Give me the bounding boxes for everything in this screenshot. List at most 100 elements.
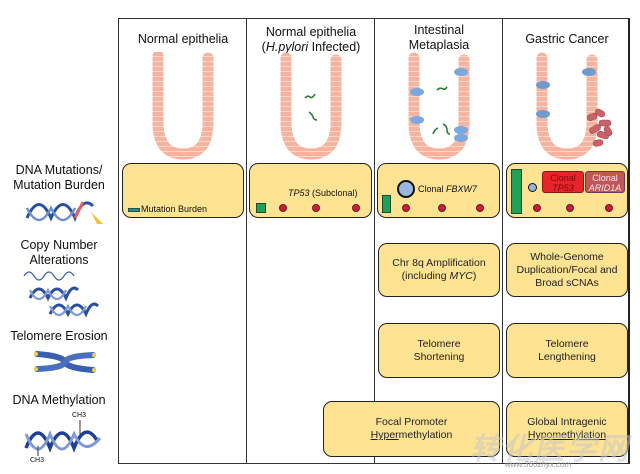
methylation-line-1: Focal Promoter bbox=[375, 416, 448, 428]
row-label-methylation: DNA Methylation bbox=[0, 393, 118, 408]
label-line-1: Copy Number bbox=[20, 238, 98, 252]
crypt-illustrations bbox=[152, 52, 613, 160]
bacterium-icon bbox=[436, 86, 448, 91]
methylation-line-1: Global Intragenic bbox=[527, 416, 607, 428]
methylation-line-2: Hypermethylation bbox=[371, 429, 453, 442]
clone-circle bbox=[528, 183, 537, 192]
hyper-prefix: Hyper bbox=[370, 429, 399, 441]
mutation-burden-legend-swatch bbox=[128, 208, 140, 212]
chromosome-icon bbox=[34, 351, 96, 373]
label-line-1: Telomere Erosion bbox=[10, 329, 108, 343]
clone-circle bbox=[397, 180, 415, 198]
watermark: 转化医学网 bbox=[470, 433, 630, 466]
mutation-dot bbox=[533, 204, 541, 212]
goblet-cell-icon bbox=[454, 134, 468, 142]
paren: ( bbox=[261, 40, 266, 54]
mutation-burden-bar bbox=[382, 195, 391, 213]
methylation-box-global: Global Intragenic Hypomethylation bbox=[506, 401, 628, 457]
column-divider bbox=[374, 18, 375, 464]
title-line-1: Intestinal bbox=[413, 23, 465, 37]
label-line-1: DNA Methylation bbox=[12, 393, 106, 407]
mutation-burden-legend-label: Mutation Burden bbox=[141, 204, 208, 214]
goblet-cell-icon bbox=[454, 126, 468, 134]
tp53-subclonal-label: TP53 (Subclonal) bbox=[288, 188, 358, 198]
ch3-label: CH3 bbox=[30, 457, 45, 464]
mutation-dot bbox=[312, 204, 320, 212]
row-label-mutations: DNA Mutations/ Mutation Burden bbox=[0, 163, 118, 193]
bacterium-icon bbox=[308, 111, 318, 121]
label-line-2: Alterations bbox=[29, 253, 89, 267]
bacterium-icon bbox=[304, 93, 316, 99]
row-label-copy-number: Copy Number Alterations bbox=[0, 238, 118, 268]
species-name: H.pylori bbox=[265, 40, 309, 54]
column-divider bbox=[246, 18, 247, 464]
goblet-cell-icon bbox=[536, 81, 550, 89]
column-title-metaplasia: Intestinal Metaplasia bbox=[376, 23, 502, 53]
title-rest: Infected) bbox=[308, 40, 361, 54]
mutation-dot bbox=[402, 204, 410, 212]
ch3-label: CH3 bbox=[72, 412, 87, 419]
row-label-telomere: Telomere Erosion bbox=[0, 329, 118, 344]
tag-gene: ARID1A bbox=[588, 183, 622, 193]
cna-line-3: Broad sCNAs bbox=[535, 276, 599, 289]
text: methylation bbox=[398, 429, 453, 441]
mutation-box-normal bbox=[122, 163, 244, 218]
mutation-burden-bar bbox=[511, 169, 522, 214]
gene-name: MYC bbox=[449, 270, 473, 282]
title-line-2: (H.pylori Infected) bbox=[248, 40, 374, 55]
telomere-line-2: Lengthening bbox=[538, 350, 596, 363]
mutation-dot bbox=[438, 204, 446, 212]
crypt-metaplasia bbox=[408, 52, 470, 160]
column-title-normal: Normal epithelia bbox=[120, 32, 246, 47]
goblet-cell-icon bbox=[410, 88, 424, 96]
telomere-line-1: Telomere bbox=[545, 337, 589, 350]
goblet-cell-icon bbox=[410, 116, 424, 124]
goblet-cell-icon bbox=[582, 68, 596, 76]
copy-number-box-metaplasia: Chr 8q Amplification (including MYC) bbox=[378, 243, 500, 297]
text: ) bbox=[472, 270, 477, 282]
title-text: Normal epithelia bbox=[137, 32, 229, 46]
telomere-box-metaplasia: Telomere Shortening bbox=[378, 323, 500, 378]
label-line-1: DNA Mutations/ bbox=[15, 163, 103, 177]
methylation-box-focal: Focal Promoter Hypermethylation bbox=[323, 401, 500, 457]
gene-name: FBXW7 bbox=[446, 184, 478, 194]
watermark-url: www.360zhyx.com bbox=[505, 460, 572, 469]
telomere-line-2: Shortening bbox=[413, 350, 465, 363]
tag-line-1: Clonal bbox=[550, 173, 576, 183]
text: (including bbox=[401, 270, 450, 282]
gene-name: TP53 bbox=[288, 188, 310, 198]
column-title-cancer: Gastric Cancer bbox=[504, 32, 630, 47]
cna-line-1: Chr 8q Amplification bbox=[392, 257, 486, 269]
telomere-box-cancer: Telomere Lengthening bbox=[506, 323, 628, 378]
clonal-tp53-tag: Clonal TP53 bbox=[542, 171, 584, 193]
mutation-dot bbox=[279, 204, 287, 212]
methylation-line-2: Hypomethylation bbox=[527, 429, 607, 441]
cna-line-2: (including MYC) bbox=[392, 270, 485, 283]
bacterium-icon bbox=[432, 127, 439, 135]
crypt-normal bbox=[152, 52, 214, 160]
tag-line-1: Clonal bbox=[592, 173, 618, 183]
column-title-hpylori: Normal epithelia (H.pylori Infected) bbox=[248, 25, 374, 55]
clonal-arid1a-tag: Clonal ARID1A bbox=[585, 171, 625, 193]
mutation-dot bbox=[352, 204, 360, 212]
crypt-hpylori bbox=[280, 52, 342, 160]
cna-line-2: Duplication/Focal and bbox=[516, 263, 618, 276]
fbxw7-label: Clonal FBXW7 bbox=[418, 184, 477, 194]
clonal-text: Clonal bbox=[418, 184, 447, 194]
goblet-cell-icon bbox=[454, 68, 468, 76]
title-line-1: Normal epithelia bbox=[265, 25, 357, 39]
mutation-burden-bar bbox=[256, 203, 266, 213]
clonality-note: (Subclonal) bbox=[309, 188, 358, 198]
dna-helix-mutation-icon bbox=[25, 201, 103, 224]
title-text: Gastric Cancer bbox=[525, 32, 609, 46]
bacterium-icon bbox=[442, 123, 451, 135]
dna-copies-icon bbox=[23, 271, 100, 318]
tag-gene: TP53 bbox=[552, 183, 574, 193]
tumor-mass-icon bbox=[586, 108, 613, 147]
copy-number-box-cancer: Whole-Genome Duplication/Focal and Broad… bbox=[506, 243, 628, 297]
label-line-2: Mutation Burden bbox=[13, 178, 105, 192]
mutation-box-hpylori bbox=[249, 163, 372, 218]
mutation-dot bbox=[605, 204, 613, 212]
methylated-dna-icon bbox=[24, 420, 102, 456]
title-line-2: Metaplasia bbox=[408, 38, 470, 52]
